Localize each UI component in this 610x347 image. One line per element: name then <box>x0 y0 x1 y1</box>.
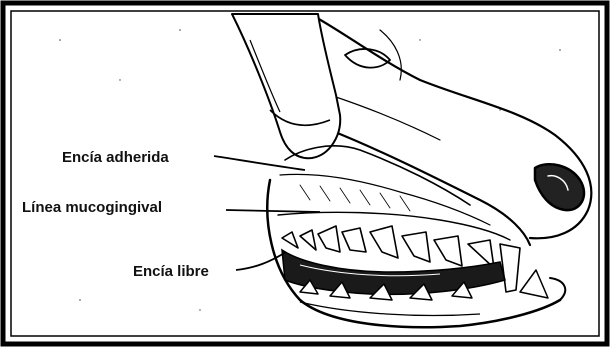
label-encia-adherida: Encía adherida <box>62 149 169 166</box>
leader-linea-mucogingival <box>226 210 320 212</box>
label-linea-mucogingival: Línea mucogingival <box>22 199 162 216</box>
gingiva-region <box>278 146 510 240</box>
leader-encia-adherida <box>214 156 305 170</box>
label-encia-libre: Encía libre <box>133 263 209 280</box>
retractor-instrument <box>232 14 340 158</box>
